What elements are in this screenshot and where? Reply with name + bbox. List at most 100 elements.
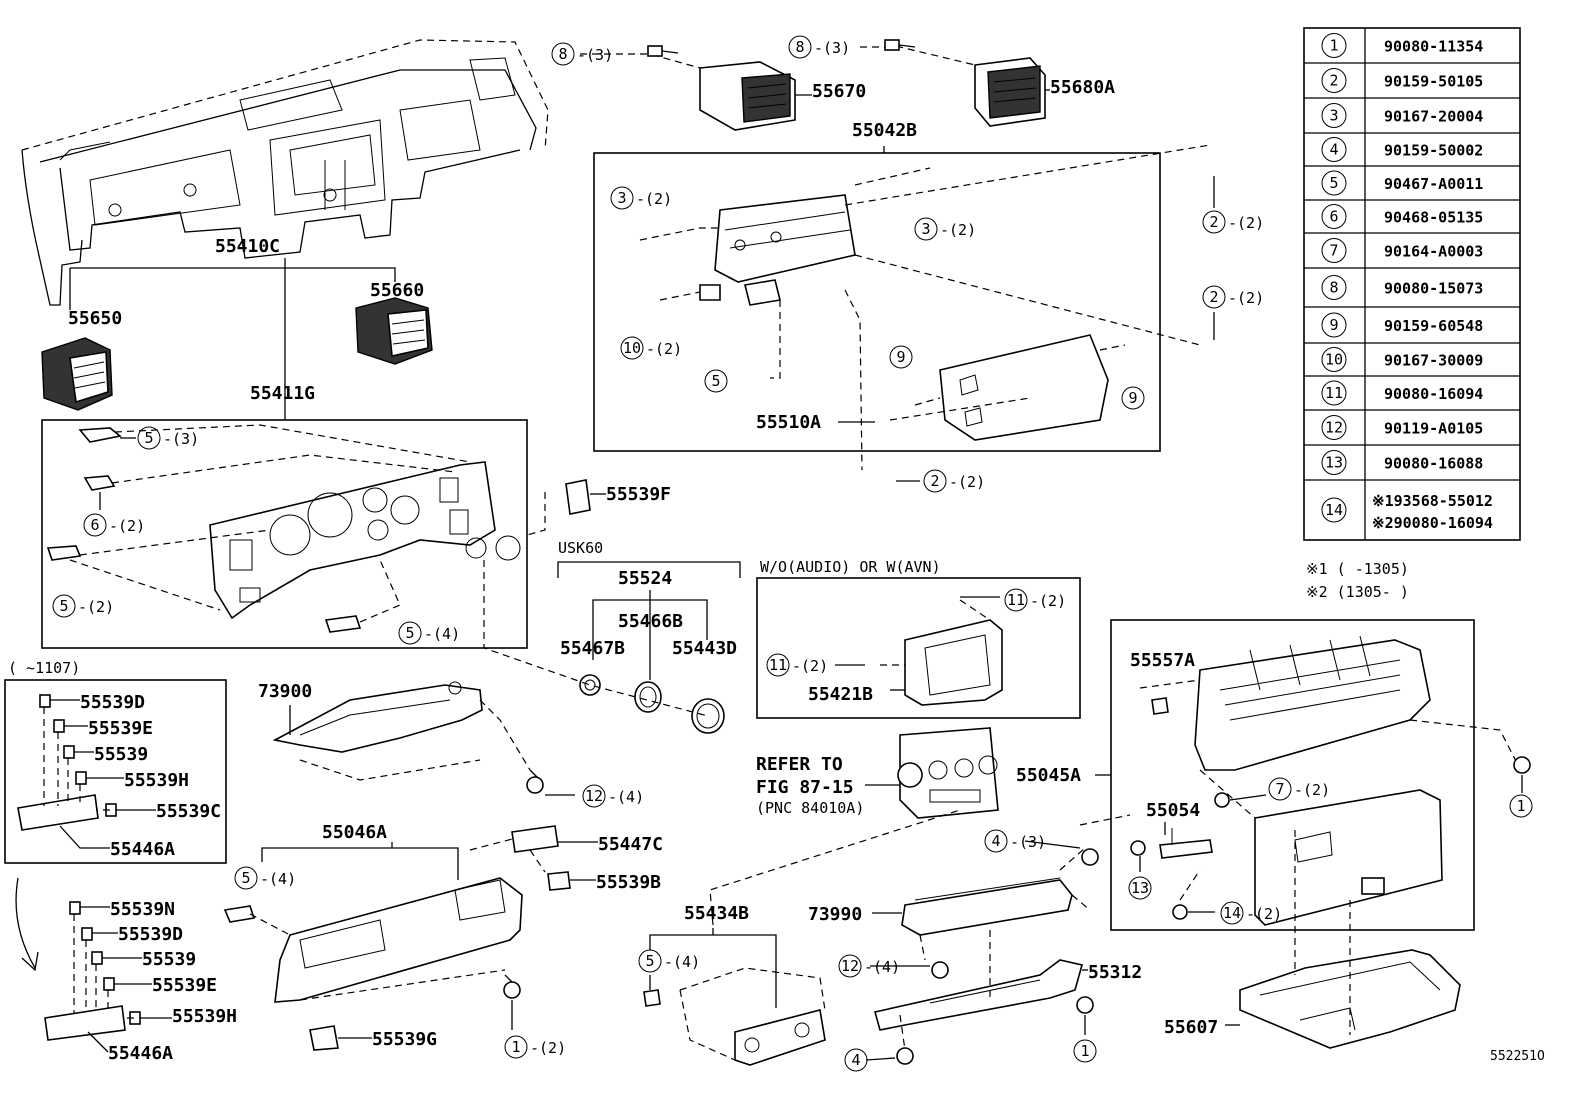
part-label: 55434B (684, 903, 749, 924)
callout: 4 (844, 1048, 868, 1072)
callout-circle (582, 784, 606, 808)
part-label: 55539H (172, 1006, 237, 1027)
callout: 13 (1128, 876, 1152, 900)
note-2-label: ※2 (1305- ) (1306, 583, 1409, 601)
callout: 12-(4) (582, 784, 644, 808)
part-label: 55539G (372, 1029, 437, 1050)
clip-5e (643, 989, 661, 1007)
callout-qty: -(3) (1010, 833, 1046, 851)
callout-circle (620, 336, 644, 360)
part-label: 55510A (756, 412, 821, 433)
usk60-label: USK60 (558, 539, 603, 557)
refer-pnc-label: (PNC 84010A) (756, 799, 864, 817)
callout-qty: -(2) (109, 517, 145, 535)
part-label: 55660 (370, 280, 424, 301)
fastener-part-number: 90159-50105 (1384, 73, 1483, 91)
part-label: 55650 (68, 308, 122, 329)
part-55539F-drawing (565, 479, 591, 515)
switch-knobs-b (69, 901, 141, 1025)
bolt-13 (1130, 840, 1146, 856)
climate-control-drawing (897, 727, 999, 819)
callout-circle (766, 653, 790, 677)
callout-number: 8 (795, 38, 804, 56)
callout-number: 14 (1223, 904, 1241, 922)
callout-circle (1128, 876, 1152, 900)
callout-number: 5 (711, 372, 720, 390)
callout: 9 (889, 345, 913, 369)
part-label: 55680A (1050, 77, 1115, 98)
callout-number: 2 (930, 472, 939, 490)
clip-5d (223, 905, 256, 923)
center-vent-55680A-drawing (974, 57, 1046, 127)
fastener-num-circle (1321, 275, 1347, 300)
callout-qty: -(4) (608, 788, 644, 806)
callout-circle (889, 345, 913, 369)
range-1107-label: ( ~1107) (8, 659, 80, 677)
callout-number: 2 (1209, 213, 1218, 231)
part-label: 55539D (80, 692, 145, 713)
callout-circle (914, 217, 938, 241)
bolt-12-b (931, 961, 949, 979)
fastener-table-grid (1303, 27, 1521, 541)
part-label: 55539E (88, 718, 153, 739)
callout-qty: -(2) (78, 598, 114, 616)
callout-qty: -(3) (577, 46, 613, 64)
callout: 2-(2) (1202, 285, 1264, 309)
callout-number: 5 (241, 869, 250, 887)
callout-qty: -(4) (260, 870, 296, 888)
fastener-num: 5 (1329, 174, 1338, 192)
screw-8-a (647, 45, 679, 57)
box-range-1107 (4, 679, 227, 864)
part-label: 55447C (598, 834, 663, 855)
callout-circle (398, 621, 422, 645)
callout-circle (504, 1035, 528, 1059)
fastener-part-number: 90167-20004 (1384, 108, 1483, 126)
fastener-num: 8 (1329, 279, 1338, 297)
callout-number: 3 (617, 189, 626, 207)
callout-qty: -(3) (814, 39, 850, 57)
callout-circle (551, 42, 575, 66)
part-label: 55046A (322, 822, 387, 843)
fastener-num: 9 (1329, 316, 1338, 334)
bolt-14 (1172, 904, 1188, 920)
callout-circle (52, 594, 76, 618)
callout-number: 5 (59, 597, 68, 615)
callout-number: 11 (1007, 591, 1025, 609)
callout-number: 4 (851, 1051, 860, 1069)
callout-qty: -(4) (864, 958, 900, 976)
bolt-12-a (526, 769, 544, 794)
callout-qty: -(2) (1030, 592, 1066, 610)
part-label: 55411G (250, 383, 315, 404)
part-label: 55410C (215, 236, 280, 257)
callout-circle (137, 426, 161, 450)
part-label: 55054 (1146, 800, 1200, 821)
part-label: 55539H (124, 770, 189, 791)
callout-qty: -(2) (1294, 781, 1330, 799)
bolt-4-a (1081, 848, 1099, 866)
callout: 10-(2) (620, 336, 682, 360)
callout-circle (838, 954, 862, 978)
part-label: 55539 (142, 949, 196, 970)
callout-qty: -(4) (424, 625, 460, 643)
fastener-num: 3 (1329, 107, 1338, 125)
callout: 5 -(4) (398, 621, 460, 645)
part-label: 55524 (618, 568, 672, 589)
part-label: 55312 (1088, 962, 1142, 983)
callout-circle (610, 186, 634, 210)
fastener-part-number: 90167-30009 (1384, 352, 1483, 370)
part-label: 55539F (606, 484, 671, 505)
callout: 8 -(3) (788, 35, 850, 59)
callout-qty: -(2) (792, 657, 828, 675)
fastener-num-circle (1321, 33, 1347, 58)
callout: 12-(4) (838, 954, 900, 978)
callout-circle (704, 369, 728, 393)
callout-number: 5 (405, 624, 414, 642)
fastener-num: 4 (1329, 141, 1338, 159)
refer-fig-label: FIG 87-15 (756, 777, 854, 798)
panel-73990-drawing (901, 877, 1073, 936)
note-1-label: ※1 ( -1305) (1306, 560, 1409, 578)
